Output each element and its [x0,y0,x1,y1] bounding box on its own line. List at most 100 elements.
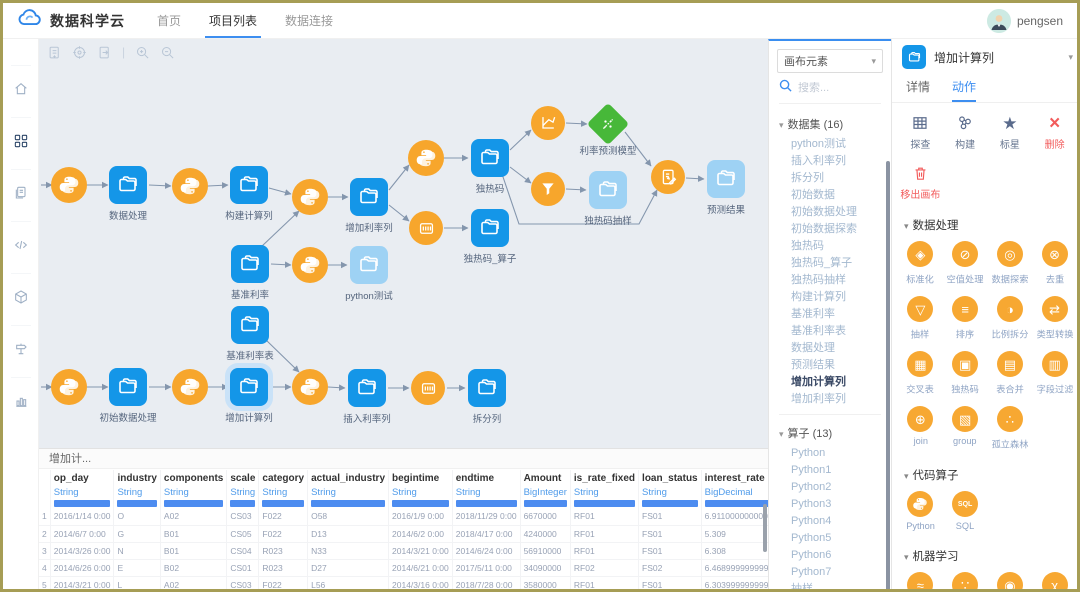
flow-node-数据处理[interactable] [109,166,147,204]
flow-node[interactable] [531,106,565,140]
sidebar-code-icon[interactable] [3,221,39,273]
element-list-item[interactable]: 拆分列 [791,172,824,184]
flow-node[interactable] [292,179,328,215]
flow-node-插入利率列[interactable] [348,369,386,407]
nav-item-2[interactable]: 数据连接 [285,14,334,28]
element-list-item[interactable]: 插入利率列 [791,155,846,167]
flow-node-预测结果[interactable] [707,160,745,198]
flow-node[interactable] [651,160,685,194]
element-list-item[interactable]: 独热码 [791,240,824,252]
nav-item-1[interactable]: 项目列表 [205,3,262,38]
sidebar-cube-icon[interactable] [3,273,39,325]
flow-node-增加计算列[interactable] [230,368,268,406]
operator-空值处理[interactable]: ⊘ 空值处理 [943,241,988,286]
column-header[interactable]: interest_rate [701,470,768,486]
flow-node-构建计算列[interactable] [230,166,268,204]
element-list-item[interactable]: 抽样 [791,583,813,592]
operator-孤立森林[interactable]: ∴ 孤立森林 [988,406,1033,451]
elements-scrollbar[interactable] [886,161,890,589]
target-icon[interactable] [72,45,87,60]
element-list-item[interactable]: Python5 [791,532,832,544]
element-list-item[interactable]: Python1 [791,464,832,476]
operator-决策树[interactable]: ∵ 决策树 [943,572,988,589]
zoom-in-icon[interactable] [135,45,150,60]
flow-node[interactable] [292,247,328,283]
element-list-item[interactable]: Python2 [791,481,832,493]
operator-Python[interactable]: Python [898,491,943,532]
flow-node[interactable] [51,369,87,405]
flow-node[interactable] [51,167,87,203]
element-list-item[interactable]: Python [791,447,826,459]
doc-export-icon[interactable] [97,45,112,60]
operator-卡方检验[interactable]: χ 卡方检验 [1032,572,1077,589]
user-menu[interactable]: pengsen [986,3,1063,39]
flow-node-利率预测模型[interactable] [586,102,630,146]
operator-相关性分析[interactable]: ≈ 相关性分析 [898,572,943,589]
element-list-item[interactable]: 增加计算列 [791,376,846,388]
detail-tab-详情[interactable]: 详情 [906,80,931,94]
chevron-down-icon[interactable]: ▾ [1068,51,1073,62]
operator-抽样[interactable]: ▽ 抽样 [898,296,943,341]
flow-node-独热码_算子[interactable] [471,209,509,247]
flow-node[interactable] [409,211,443,245]
flow-node-拆分列[interactable] [468,369,506,407]
zoom-out-icon[interactable] [160,45,175,60]
element-group-header[interactable]: ▾数据集 (16) [779,119,844,131]
operator-字段过滤[interactable]: ▥ 字段过滤 [1032,351,1077,396]
element-list-item[interactable]: 初始数据探索 [791,223,857,235]
section-header[interactable]: ▾机器学习 [904,551,959,563]
element-list-item[interactable]: Python6 [791,549,832,561]
operator-SQL[interactable]: SQL SQL [943,491,988,532]
column-header[interactable]: op_day [50,470,115,486]
action-标星[interactable]: ★ 标星 [999,113,1020,152]
flow-node-增加利率列[interactable] [350,178,388,216]
element-list-item[interactable]: 独热码_算子 [791,257,853,269]
operator-比例拆分[interactable]: ◑ 比例拆分 [988,296,1033,341]
element-list-item[interactable]: 增加利率列 [791,393,846,405]
operator-标准化[interactable]: ◈ 标准化 [898,241,943,286]
flow-node-独热码[interactable] [471,139,509,177]
operator-数据探索[interactable]: ◎ 数据探索 [988,241,1033,286]
detail-tab-动作[interactable]: 动作 [952,75,977,102]
column-header[interactable]: is_rate_fixed [570,470,640,486]
element-list-item[interactable]: Python4 [791,515,832,527]
operator-主成分分析[interactable]: ◉ 主成分分析 [988,572,1033,589]
element-list-item[interactable]: python测试 [791,138,847,150]
element-group-header[interactable]: ▾算子 (13) [779,428,833,440]
search-input[interactable] [798,82,868,94]
element-list-item[interactable]: 预测结果 [791,359,835,371]
operator-join[interactable]: ⊕ join [898,406,943,451]
flow-node[interactable] [292,369,328,405]
table-scrollbar[interactable] [763,504,767,552]
sidebar-flow-icon[interactable] [3,117,39,169]
sidebar-chart-icon[interactable] [3,377,39,429]
action-删除[interactable]: × 删除 [1044,112,1065,152]
element-list-item[interactable]: 数据处理 [791,342,835,354]
sidebar-documents-icon[interactable] [3,169,39,221]
element-list-item[interactable]: 基准利率 [791,308,835,320]
flow-node-初始数据处理[interactable] [109,368,147,406]
operator-类型转换[interactable]: ⇄ 类型转换 [1032,296,1077,341]
column-header[interactable]: Amount [520,470,571,486]
flow-node-独热码抽样[interactable] [589,171,627,209]
doc-add-icon[interactable] [47,45,62,60]
sidebar-home-icon[interactable] [3,65,39,117]
operator-排序[interactable]: ≡ 排序 [943,296,988,341]
preview-tab[interactable]: 增加计... [39,449,768,469]
operator-表合并[interactable]: ▤ 表合并 [988,351,1033,396]
sidebar-signpost-icon[interactable] [3,325,39,377]
operator-独热码[interactable]: ▣ 独热码 [943,351,988,396]
element-list-item[interactable]: 基准利率表 [791,325,846,337]
column-header[interactable]: actual_industry [307,470,390,486]
operator-交叉表[interactable]: ▦ 交叉表 [898,351,943,396]
column-header[interactable]: scale [226,470,260,486]
operator-group[interactable]: ▧ group [943,406,988,451]
section-header[interactable]: ▾数据处理 [904,220,959,232]
element-list-item[interactable]: 初始数据处理 [791,206,857,218]
flow-node-基准利率表[interactable] [231,306,269,344]
column-header[interactable]: endtime [452,470,521,486]
